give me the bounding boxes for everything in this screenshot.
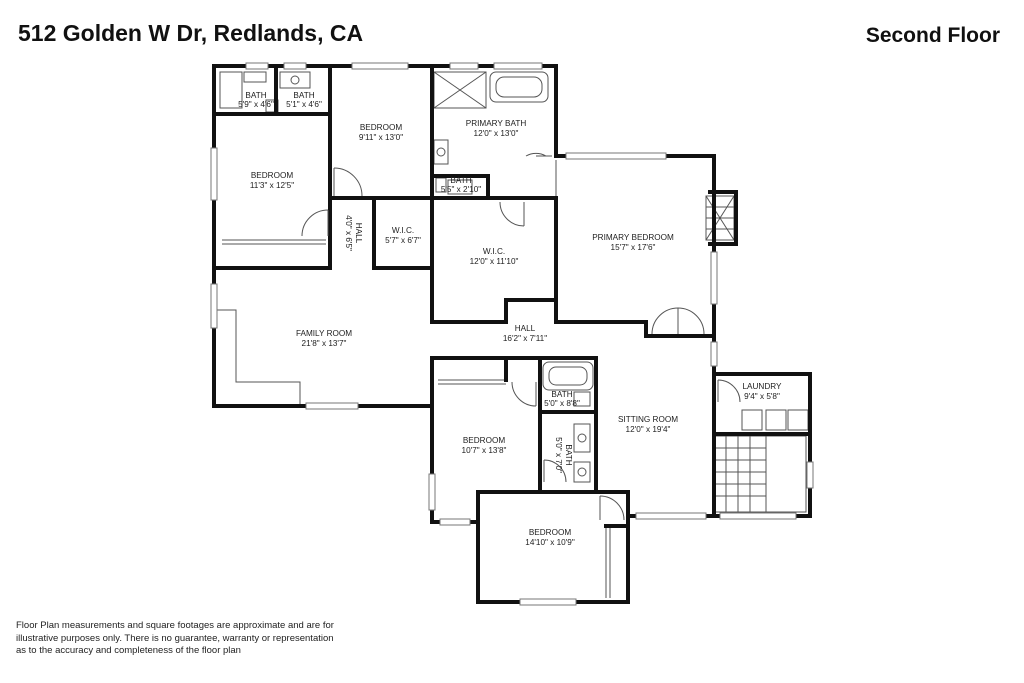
disclaimer-line-2: illustrative purposes only. There is no … [16, 632, 334, 644]
room-wic-1-name: W.I.C. [392, 226, 414, 235]
room-bedroom-3-dims: 10'7" x 13'8" [462, 446, 507, 455]
room-wic-2-name: W.I.C. [483, 247, 505, 256]
room-bath-5-dims: 5'0" x 7'0" [554, 437, 563, 473]
room-bath-1-dims: 5'9" x 4'6" [238, 100, 274, 109]
room-wic-2-dims: 12'0" x 11'10" [470, 257, 519, 266]
room-hall-1-dims: 4'0" x 6'5" [344, 215, 353, 251]
room-bedroom-1-dims: 9'11" x 13'0" [359, 133, 403, 142]
walls [212, 64, 812, 604]
room-family-room-name: FAMILY ROOM [296, 329, 352, 338]
room-bath-2-dims: 5'1" x 4'6" [286, 100, 322, 109]
room-bedroom-1-name: BEDROOM [360, 123, 402, 132]
room-primary-bath-dims: 12'0" x 13'0" [474, 129, 519, 138]
room-bedroom-2-dims: 11'3" x 12'5" [250, 181, 294, 190]
room-primary-bedroom-dims: 15'7" x 17'6" [611, 243, 656, 252]
room-laundry-dims: 9'4" x 5'8" [744, 392, 780, 401]
room-hall-2-name: HALL [515, 324, 536, 333]
room-bath-2-name: BATH [293, 91, 314, 100]
room-bedroom-4-dims: 14'10" x 10'9" [525, 538, 575, 547]
room-primary-bedroom-name: PRIMARY BEDROOM [592, 233, 674, 242]
stairs [713, 435, 807, 513]
room-bath-3-dims: 5'5" x 2'10" [441, 185, 481, 194]
room-bedroom-4-name: BEDROOM [529, 528, 571, 537]
room-bath-4-dims: 5'0" x 8'8" [544, 399, 580, 408]
disclaimer: Floor Plan measurements and square foota… [16, 620, 356, 658]
floor-label: Second Floor [865, 24, 1000, 47]
room-bath-3-name: BATH [450, 176, 471, 185]
room-primary-bath-name: PRIMARY BATH [466, 119, 527, 128]
room-laundry-name: LAUNDRY [743, 382, 783, 391]
room-sitting-room-name: SITTING ROOM [618, 415, 678, 424]
room-sitting-room-dims: 12'0" x 19'4" [626, 425, 671, 434]
windows [210, 62, 814, 606]
room-labels: BATH 5'9" x 4'6" BATH 5'1" x 4'6" BEDROO… [238, 91, 782, 547]
room-wic-1-dims: 5'7" x 6'7" [385, 236, 421, 245]
room-hall-2-dims: 16'2" x 7'11" [503, 334, 547, 343]
room-bath-4-name: BATH [551, 390, 572, 399]
room-family-room-dims: 21'8" x 13'7" [302, 339, 347, 348]
room-bath-1-name: BATH [245, 91, 266, 100]
room-bath-5-name: BATH [564, 444, 573, 465]
disclaimer-line-1: Floor Plan measurements and square foota… [16, 620, 334, 631]
doors [301, 152, 741, 521]
fixtures [216, 71, 809, 598]
room-hall-1-name: HALL [354, 223, 363, 244]
disclaimer-line-3: as to the accuracy and completeness of t… [16, 645, 241, 656]
room-bedroom-3-name: BEDROOM [463, 436, 505, 445]
address-title: 512 Golden W Dr, Redlands, CA [18, 20, 364, 46]
room-bedroom-2-name: BEDROOM [251, 171, 293, 180]
